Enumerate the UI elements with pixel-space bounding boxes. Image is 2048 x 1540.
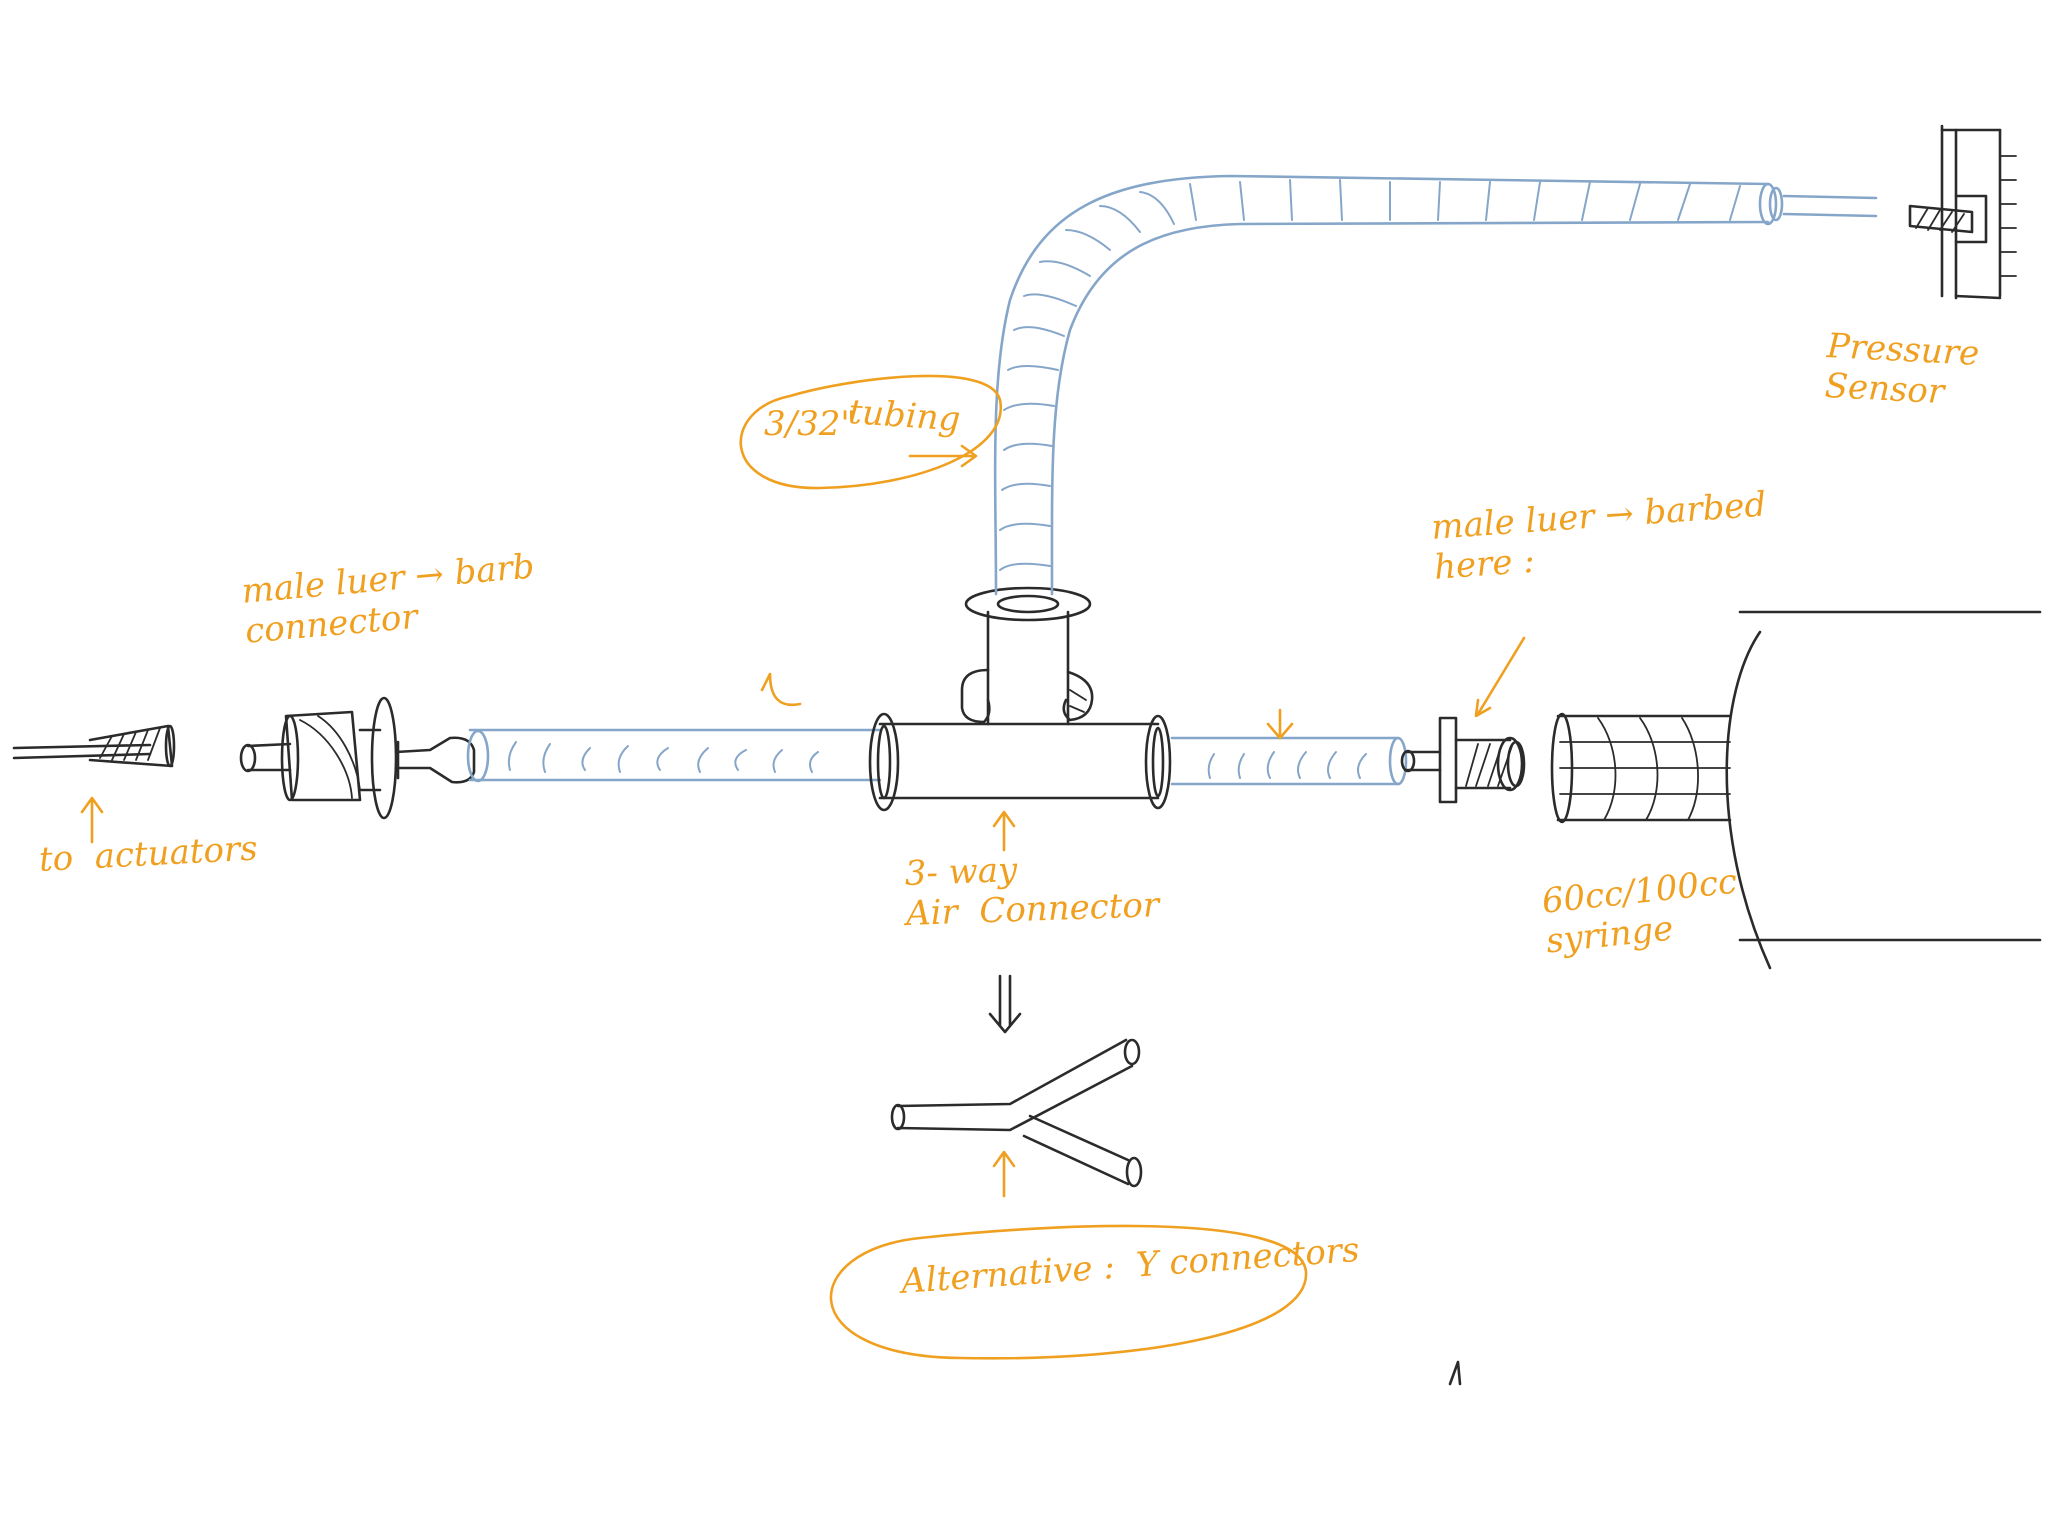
luer-barb-connector [241, 698, 474, 818]
annotation-arrows [82, 376, 1524, 1358]
stray-mark [1450, 1362, 1460, 1384]
label-tubing: tubing [847, 392, 961, 440]
double-arrow-down [990, 976, 1020, 1032]
y-connector [892, 1040, 1141, 1186]
label-tubing-size: 3/32" [764, 404, 856, 444]
tubing-right [1172, 738, 1406, 784]
actuator-wire [14, 726, 174, 766]
tubing-left [468, 730, 880, 781]
label-three-way-connector: 3- way Air Connector [904, 845, 1160, 934]
three-way-connector [870, 588, 1170, 810]
luer-barbed-connector [1402, 718, 1524, 802]
label-pressure-sensor: Pressure Sensor [1824, 326, 1980, 414]
pressure-sensor [1910, 126, 2016, 298]
